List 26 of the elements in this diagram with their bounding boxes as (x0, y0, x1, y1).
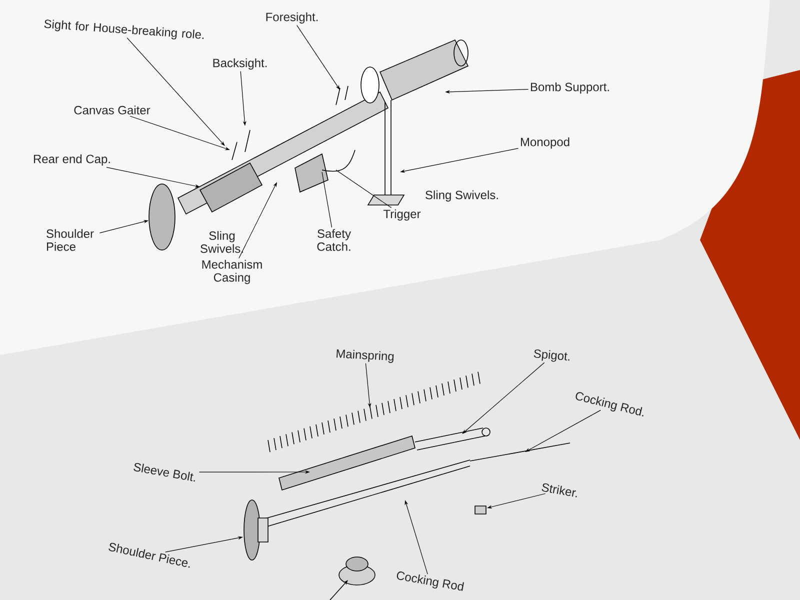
part-label: Trigger (384, 209, 421, 221)
leader-line (462, 362, 545, 434)
part-label: Spigot. (534, 349, 570, 362)
leader-line (126, 38, 225, 146)
part-label: Striker. (542, 483, 577, 498)
leader-line (296, 25, 340, 90)
part-label: Safety Catch. (317, 229, 351, 251)
leader-line (322, 172, 332, 228)
part-label: Bomb Support. (530, 82, 609, 94)
leader-line (336, 170, 392, 208)
part-label: Canvas Gaiter (74, 106, 150, 114)
part-label: Rear end Cap. (34, 154, 110, 166)
part-label: Shoulder Piece. (108, 542, 190, 568)
part-label: Sleeve Bolt. (134, 463, 195, 482)
part-label: Sling Swivels. (200, 231, 243, 253)
part-label: Cocking Rod (396, 572, 464, 591)
part-label: Backsight. (213, 58, 267, 70)
part-label: Foresight. (266, 12, 318, 24)
part-label: Mechanism Casing (202, 260, 262, 284)
part-label: Sling Swivels. (426, 190, 498, 202)
shoulder-pad-drawing (148, 184, 176, 250)
part-label: Sight for House-breaking role. (44, 20, 204, 40)
part-label: Cocking Rod. (576, 392, 644, 416)
part-label: Mainspring (336, 349, 394, 363)
part-label: Shoulder Piece (46, 229, 94, 251)
part-label: Monopod (520, 137, 570, 149)
